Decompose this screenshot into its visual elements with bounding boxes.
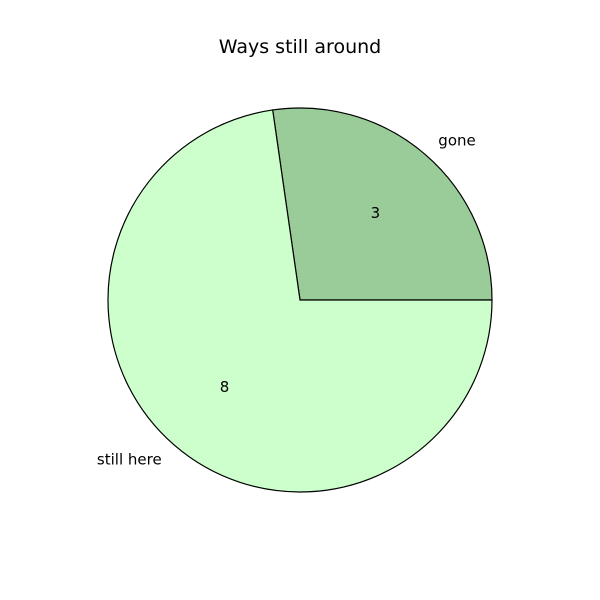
pie-category-label: gone — [438, 131, 475, 149]
chart-title: Ways still around — [219, 36, 381, 58]
pie-category-label: still here — [97, 451, 162, 469]
pie-slice-gone — [271, 107, 493, 301]
pie-slices — [107, 107, 493, 493]
pie-slice-still-here — [107, 109, 493, 493]
pie-value-label: 8 — [220, 378, 230, 396]
pie-value-label: 3 — [371, 204, 381, 222]
pie-labels: 3 gone 8 still here — [97, 131, 476, 468]
